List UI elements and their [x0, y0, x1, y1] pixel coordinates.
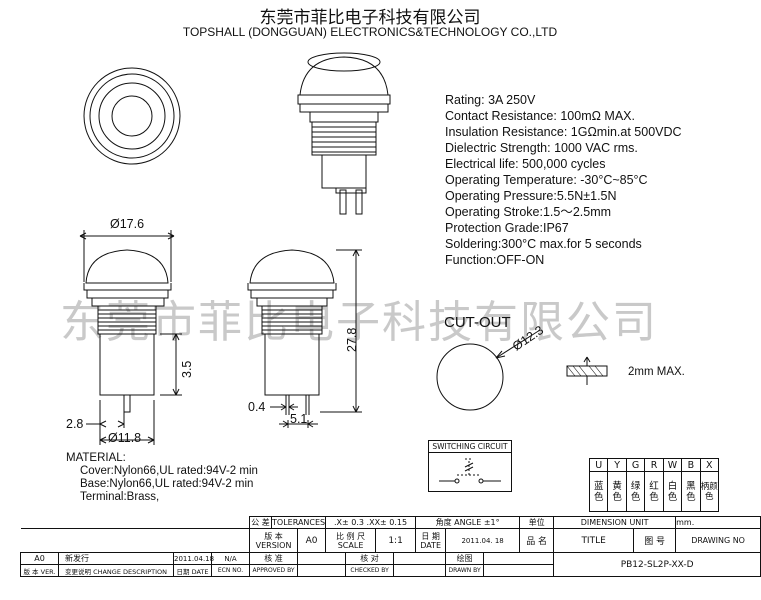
- revision-version: A0: [20, 552, 59, 565]
- color-code-table: U Y G R W B X 蓝色 黄色 绿色 红色 白色 黑色 柄颜色: [588, 458, 720, 512]
- change-desc-en: CHANGE DESCRIPTION: [93, 567, 168, 576]
- switch-symbol-icon: [439, 458, 501, 484]
- spec-dielectric-strength: Dielectric Strength: 1000 VAC rms.: [445, 141, 638, 155]
- tolerance-cn: 公 差: [249, 516, 273, 529]
- version-en: VERSION: [255, 540, 292, 550]
- angle-tolerance: 角度 ANGLE ±1°: [415, 516, 521, 529]
- front-view-right-drawing: [247, 249, 362, 428]
- dim-diameter-11-8: Ø11.8: [108, 431, 142, 445]
- color-name: 绿色: [625, 471, 646, 512]
- material-cover: Cover:Nylon66,UL rated:94V-2 min: [80, 465, 258, 477]
- dim-27-8: 27.8: [345, 327, 359, 352]
- revision-description: 新发行: [58, 552, 174, 565]
- dim-3-5: 3.5: [180, 360, 194, 378]
- date-value: 2011.04. 18: [445, 528, 521, 553]
- change-desc-cn: 变更说明: [64, 567, 91, 576]
- color-code: U: [588, 458, 609, 472]
- cutout-title: CUT-OUT: [444, 314, 511, 331]
- unit-en: DIMENSION UNIT: [553, 516, 677, 529]
- color-code: G: [625, 458, 646, 472]
- spec-soldering: Soldering:300°C max.for 5 seconds: [445, 237, 642, 251]
- revision-date: 2011.04.18: [173, 552, 215, 565]
- color-name: 柄颜色: [699, 471, 720, 512]
- color-code: Y: [607, 458, 627, 472]
- color-name: 白色: [662, 471, 683, 512]
- tolerance-en: TOLERANCES: [271, 516, 327, 529]
- revision-ecn: N/A: [210, 552, 251, 565]
- spec-rating: Rating: 3A 250V: [445, 93, 536, 107]
- company-name-cn: 东莞市菲比电子科技有限公司: [259, 8, 481, 28]
- spec-operating-pressure: Operating Pressure:5.5N±1.5N: [445, 189, 617, 203]
- spec-insulation-resistance: Insulation Resistance: 1GΩmin.at 500VDC: [445, 125, 682, 139]
- material-terminal: Terminal:Brass,: [80, 491, 160, 503]
- front-view-left-drawing: [79, 230, 182, 445]
- spec-operating-temperature: Operating Temperature: -30°C~85°C: [445, 173, 648, 187]
- part-number: PB12-SL2P-XX-D: [553, 552, 761, 577]
- change-date-en: DATE: [191, 567, 209, 576]
- perspective-view-drawing: [297, 52, 391, 215]
- checked-en: CHECKED BY: [345, 564, 395, 577]
- color-name: 红色: [644, 471, 664, 512]
- title-block: 公 差 TOLERANCES .X± 0.3 .XX± 0.15 角度 ANGL…: [20, 516, 761, 577]
- cutout-drawing: [436, 329, 608, 411]
- title-en: TITLE: [553, 528, 635, 553]
- unit-cn: 单位: [519, 516, 555, 529]
- dim-0-4: 0.4: [248, 400, 266, 414]
- color-code: R: [644, 458, 664, 472]
- dim-diameter-17-6: Ø17.6: [110, 217, 145, 231]
- dim-5-1: 5.1: [290, 412, 308, 426]
- spec-operating-stroke: Operating Stroke:1.5～2.5mm: [445, 205, 612, 219]
- company-name-en: TOPSHALL (DONGGUAN) ELECTRONICS&TECHNOLO…: [182, 25, 558, 39]
- color-code: B: [681, 458, 701, 472]
- title-cn: 品 名: [519, 528, 555, 553]
- switching-circuit-title: SWITCHING CIRCUIT: [429, 441, 511, 453]
- color-code: W: [662, 458, 683, 472]
- scale-value: 1:1: [375, 528, 417, 553]
- spec-electrical-life: Electrical life: 500,000 cycles: [445, 157, 606, 171]
- approved-cn: 核 准: [249, 552, 299, 565]
- approved-en: APPROVED BY: [249, 564, 299, 577]
- drawn-en: DRAWN BY: [445, 564, 485, 577]
- scale-en: SCALE: [337, 540, 364, 550]
- switching-circuit-box: SWITCHING CIRCUIT: [428, 440, 512, 492]
- change-date-cn: 日期: [176, 567, 190, 576]
- material-title: MATERIAL:: [66, 452, 126, 464]
- cutout-note: 2mm MAX.: [628, 366, 685, 378]
- version-cn: 版 本: [264, 531, 283, 541]
- scale-cn: 比 例 尺: [336, 531, 366, 541]
- date-en: DATE: [420, 540, 441, 550]
- drawn-cn: 绘图: [445, 552, 485, 565]
- tolerance-values: .X± 0.3 .XX± 0.15: [325, 516, 417, 529]
- drawing-no-cn: 图 号: [633, 528, 677, 553]
- top-view-drawing: [83, 67, 181, 165]
- spec-function: Function:OFF-ON: [445, 253, 545, 267]
- technical-drawing: [79, 52, 608, 445]
- dim-2-8: 2.8: [66, 417, 84, 431]
- date-cn: 日 期: [421, 531, 440, 541]
- ver-en: VER.: [40, 567, 56, 576]
- color-code: X: [699, 458, 720, 472]
- unit-value: mm.: [675, 516, 761, 529]
- version-value: A0: [297, 528, 327, 553]
- color-name: 蓝色: [588, 471, 609, 512]
- material-base: Base:Nylon66,UL rated:94V-2 min: [80, 478, 254, 490]
- ver-cn: 版 本: [23, 567, 39, 576]
- drawing-no-en: DRAWING NO: [675, 528, 761, 553]
- color-name: 黑色: [681, 471, 701, 512]
- color-name: 黄色: [607, 471, 627, 512]
- checked-cn: 核 对: [345, 552, 395, 565]
- spec-protection-grade: Protection Grade:IP67: [445, 221, 569, 235]
- spec-contact-resistance: Contact Resistance: 100mΩ MAX.: [445, 109, 635, 123]
- ecn-no-label: ECN NO.: [210, 564, 251, 577]
